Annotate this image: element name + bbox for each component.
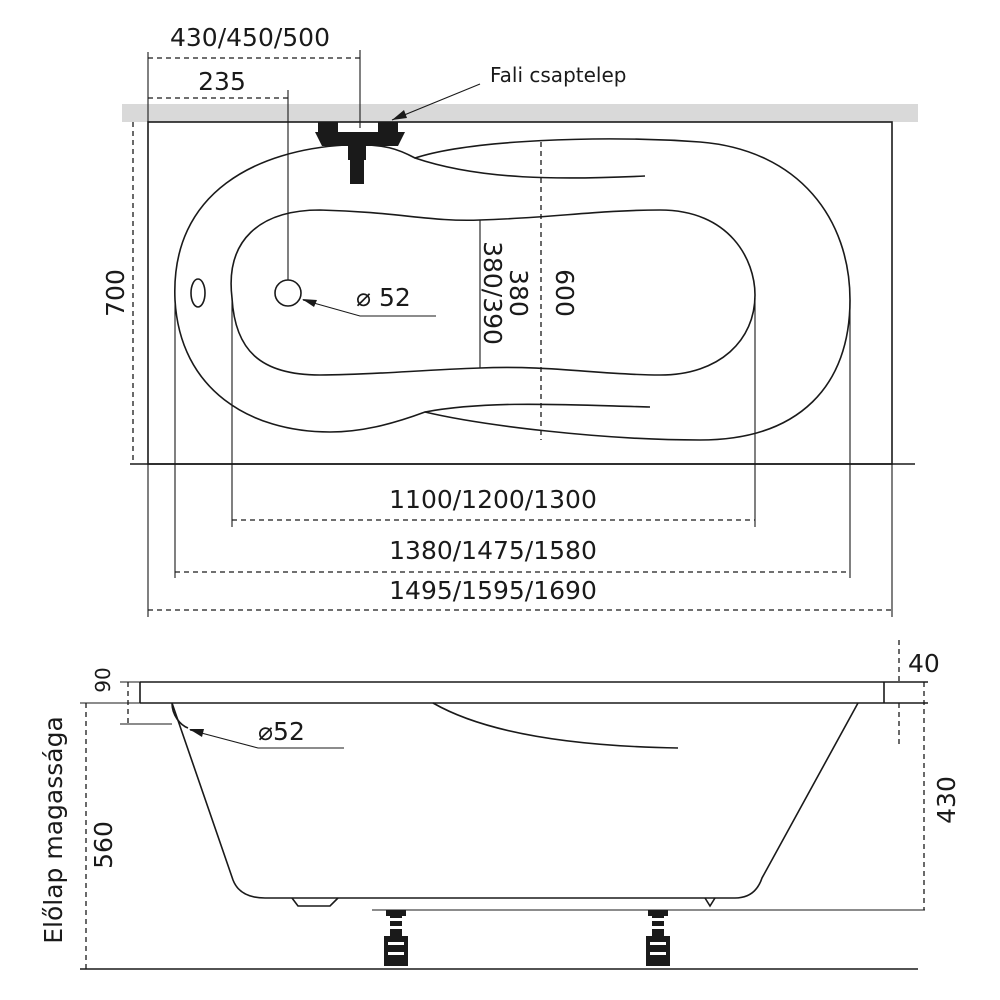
faucet-icon	[315, 122, 405, 184]
seat-curve	[432, 702, 679, 749]
faucet-offset-label: 430/450/500	[170, 23, 330, 52]
wall-strip	[122, 104, 918, 122]
overflow-arrow	[189, 729, 204, 737]
top-view: 430/450/500 235 Fali csaptelep 700 380 3…	[101, 23, 918, 617]
length-inner-label: 1380/1475/1580	[389, 536, 597, 565]
length-total-label: 1495/1595/1690	[389, 576, 597, 605]
headrest-line-top	[414, 157, 646, 179]
inner-width-b-label: 380/390	[478, 241, 507, 345]
foot-bump-left	[291, 897, 339, 907]
overflow-diameter-label: ⌀52	[258, 717, 305, 746]
width-outer-label: 700	[101, 269, 130, 317]
length-bottom-label: 1100/1200/1300	[389, 485, 597, 514]
foot-bump-right	[704, 897, 716, 908]
front-panel-height-label: 560	[89, 821, 118, 869]
drain-diameter-label: ⌀ 52	[356, 283, 411, 312]
front-panel-label: Előlap magassága	[39, 716, 68, 944]
side-view: ⌀52 90 40	[39, 640, 961, 970]
headrest-line-bottom	[424, 403, 651, 413]
tub-body	[171, 702, 859, 899]
drain-circle	[274, 279, 302, 307]
faucet-label: Fali csaptelep	[490, 63, 626, 87]
inner-basin-curve	[230, 209, 756, 376]
rim-thickness-label: 40	[908, 649, 940, 678]
depth-label: 430	[932, 776, 961, 824]
drain-offset-label: 235	[198, 67, 246, 96]
width-bowl-label: 600	[550, 269, 579, 317]
foot-right-icon	[646, 910, 670, 966]
drain-leader-arrow	[302, 299, 317, 307]
rim-depth-label: 90	[91, 667, 115, 692]
overflow-leader	[189, 729, 344, 749]
inner-width-a-label: 380	[504, 269, 533, 317]
faucet-leader-arrow	[392, 110, 407, 120]
overflow-fitting	[171, 702, 189, 729]
overflow-oval	[190, 278, 206, 308]
drain-leader	[302, 299, 436, 317]
foot-left-icon	[384, 910, 408, 966]
faucet-leader	[391, 83, 481, 121]
